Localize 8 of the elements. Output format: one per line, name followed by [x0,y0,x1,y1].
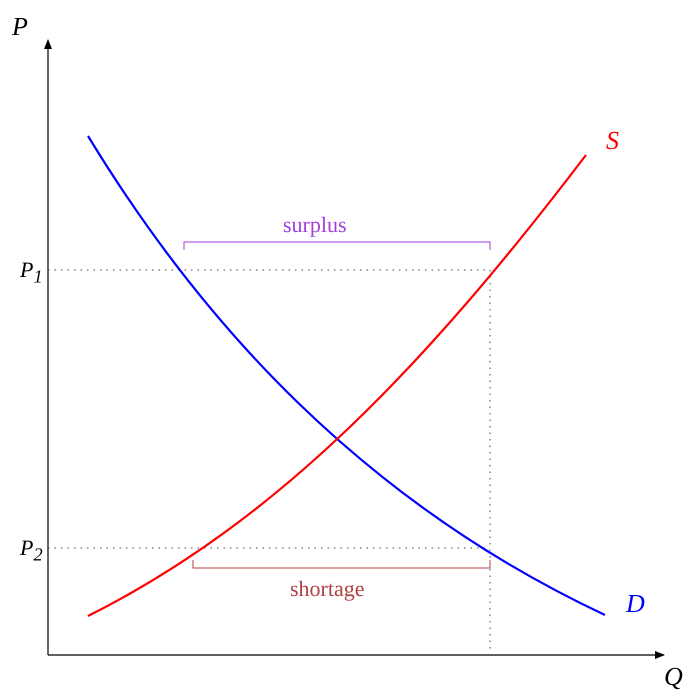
curve-label: D [626,591,645,617]
price-label: P$_{2}$ [20,537,43,564]
curve-label: S [606,128,619,154]
axis-label: P [12,14,28,40]
price-label: P$_{1}$ [20,259,43,286]
axis-label: Q [664,664,683,690]
region-label: surplus [283,214,347,236]
region-label: shortage [290,578,365,600]
